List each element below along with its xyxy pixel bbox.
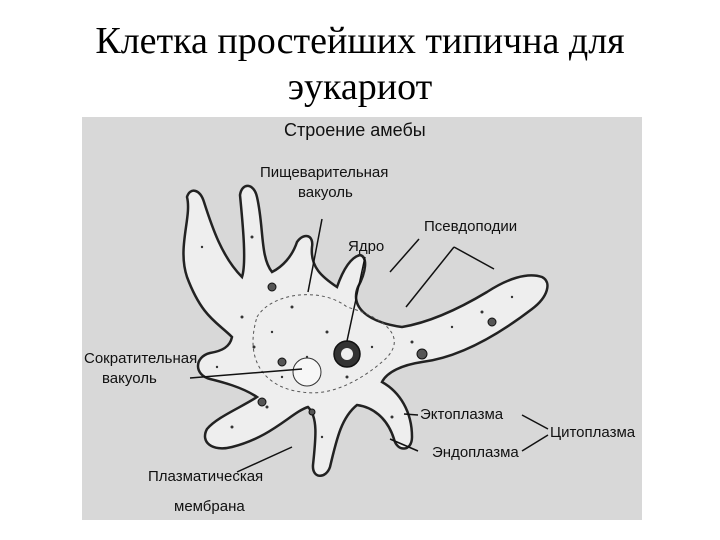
figure-title: Строение амебы bbox=[284, 120, 426, 140]
digestive-vacuole-label-1: Пищеварительная bbox=[260, 164, 389, 181]
amoeba-drawing bbox=[182, 184, 549, 477]
slide-title-line-1: Клетка простейших типична для bbox=[95, 20, 625, 62]
amoeba-figure: Строение амебы Пищеварительная вакуоль Я… bbox=[82, 117, 642, 520]
food-vacuoles bbox=[257, 282, 497, 416]
nucleus bbox=[333, 340, 361, 368]
contractile-vacuole bbox=[292, 357, 322, 387]
contractile-vacuole-label-2: вакуоль bbox=[102, 370, 157, 387]
cytoplasm-granules bbox=[200, 235, 514, 439]
leader-lines bbox=[189, 218, 549, 473]
ectoplasm-label: Эктоплазма bbox=[420, 406, 504, 423]
slide-title: Клетка простейших типична для эукариот bbox=[0, 18, 720, 110]
slide-title-line-2: эукариот bbox=[287, 66, 433, 108]
plasma-membrane-label-2: мембрана bbox=[174, 498, 245, 515]
cytoplasm-label: Цитоплазма bbox=[550, 424, 636, 441]
digestive-vacuole-label-2: вакуоль bbox=[298, 184, 353, 201]
nucleus-label: Ядро bbox=[348, 238, 385, 255]
pseudopodia-label: Псевдоподии bbox=[424, 218, 518, 235]
contractile-vacuole-label-1: Сократительная bbox=[84, 350, 198, 367]
endoplasm-boundary bbox=[252, 294, 395, 394]
endoplasm-label: Эндоплазма bbox=[432, 444, 519, 461]
amoeba-body bbox=[182, 184, 549, 477]
plasma-membrane-label-1: Плазматическая bbox=[148, 468, 264, 485]
